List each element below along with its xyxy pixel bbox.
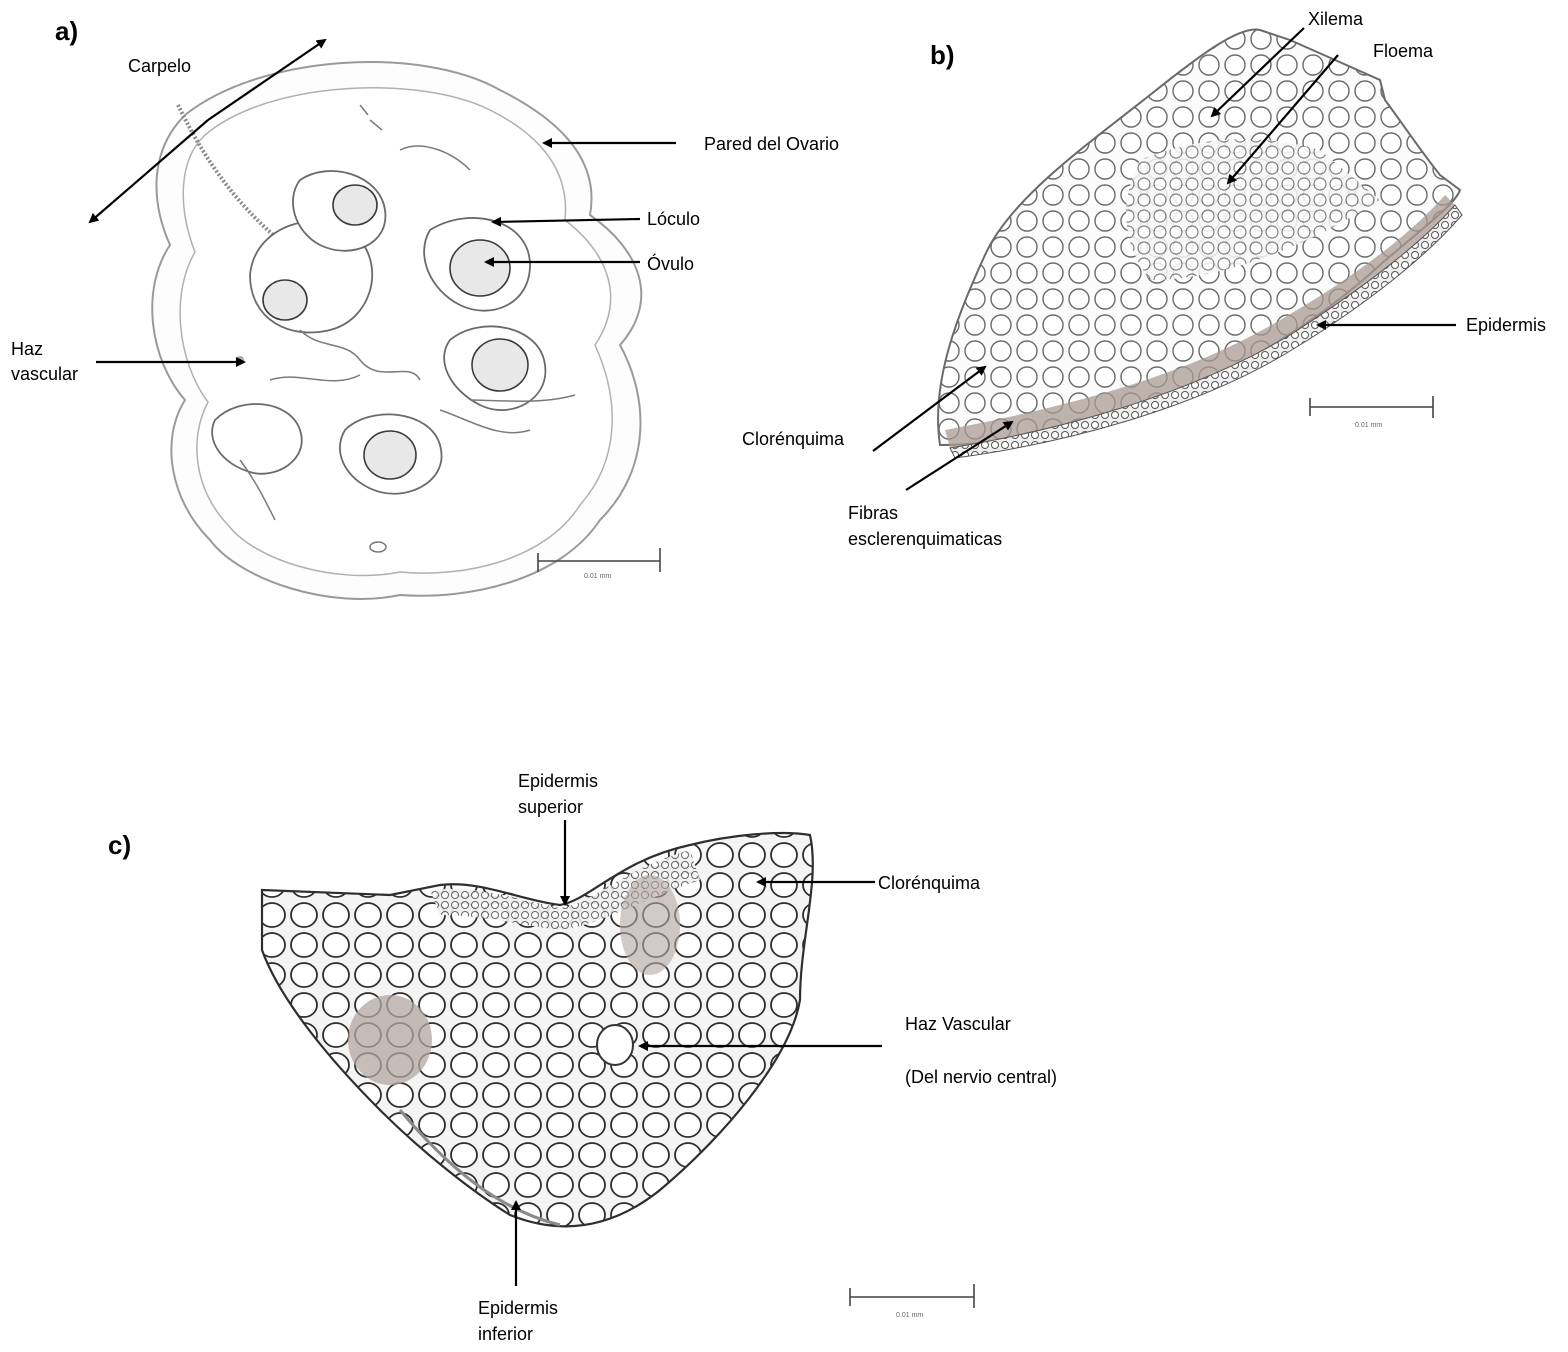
label-fibras-line2: esclerenquimaticas [848, 528, 1002, 550]
leaf-midrib-section [262, 833, 813, 1226]
label-ovulo: Óvulo [647, 253, 694, 275]
label-clorenquima-c: Clorénquima [878, 872, 980, 894]
label-floema: Floema [1373, 40, 1433, 62]
label-fibras-line1: Fibras [848, 502, 898, 524]
label-clorenquima-b: Clorénquima [742, 428, 844, 450]
label-epidermis: Epidermis [1466, 314, 1546, 336]
label-carpelo: Carpelo [128, 55, 191, 77]
label-haz-vascular-c: Haz Vascular [905, 1013, 1011, 1035]
stem-sector [938, 29, 1462, 458]
panel-c-letter: c) [108, 830, 131, 861]
panel-b-letter: b) [930, 40, 955, 71]
label-epidermis-inferior-line2: inferior [478, 1323, 533, 1345]
panel-a-letter: a) [55, 16, 78, 47]
label-xilema: Xilema [1308, 8, 1363, 30]
label-haz-vascular-line1: Haz [11, 338, 43, 360]
scale-c-text: 0.01 mm [896, 1312, 923, 1319]
label-nervio-central: (Del nervio central) [905, 1066, 1057, 1088]
label-haz-vascular-line2: vascular [11, 363, 78, 385]
label-epidermis-inferior-line1: Epidermis [478, 1297, 558, 1319]
label-pared-ovario: Pared del Ovario [704, 133, 839, 155]
scale-b-text: 0.01 mm [1355, 422, 1382, 429]
label-epidermis-superior-line2: superior [518, 796, 583, 818]
scale-a-text: 0.01 mm [584, 573, 611, 580]
label-loculo: Lóculo [647, 208, 700, 230]
label-epidermis-superior-line1: Epidermis [518, 770, 598, 792]
